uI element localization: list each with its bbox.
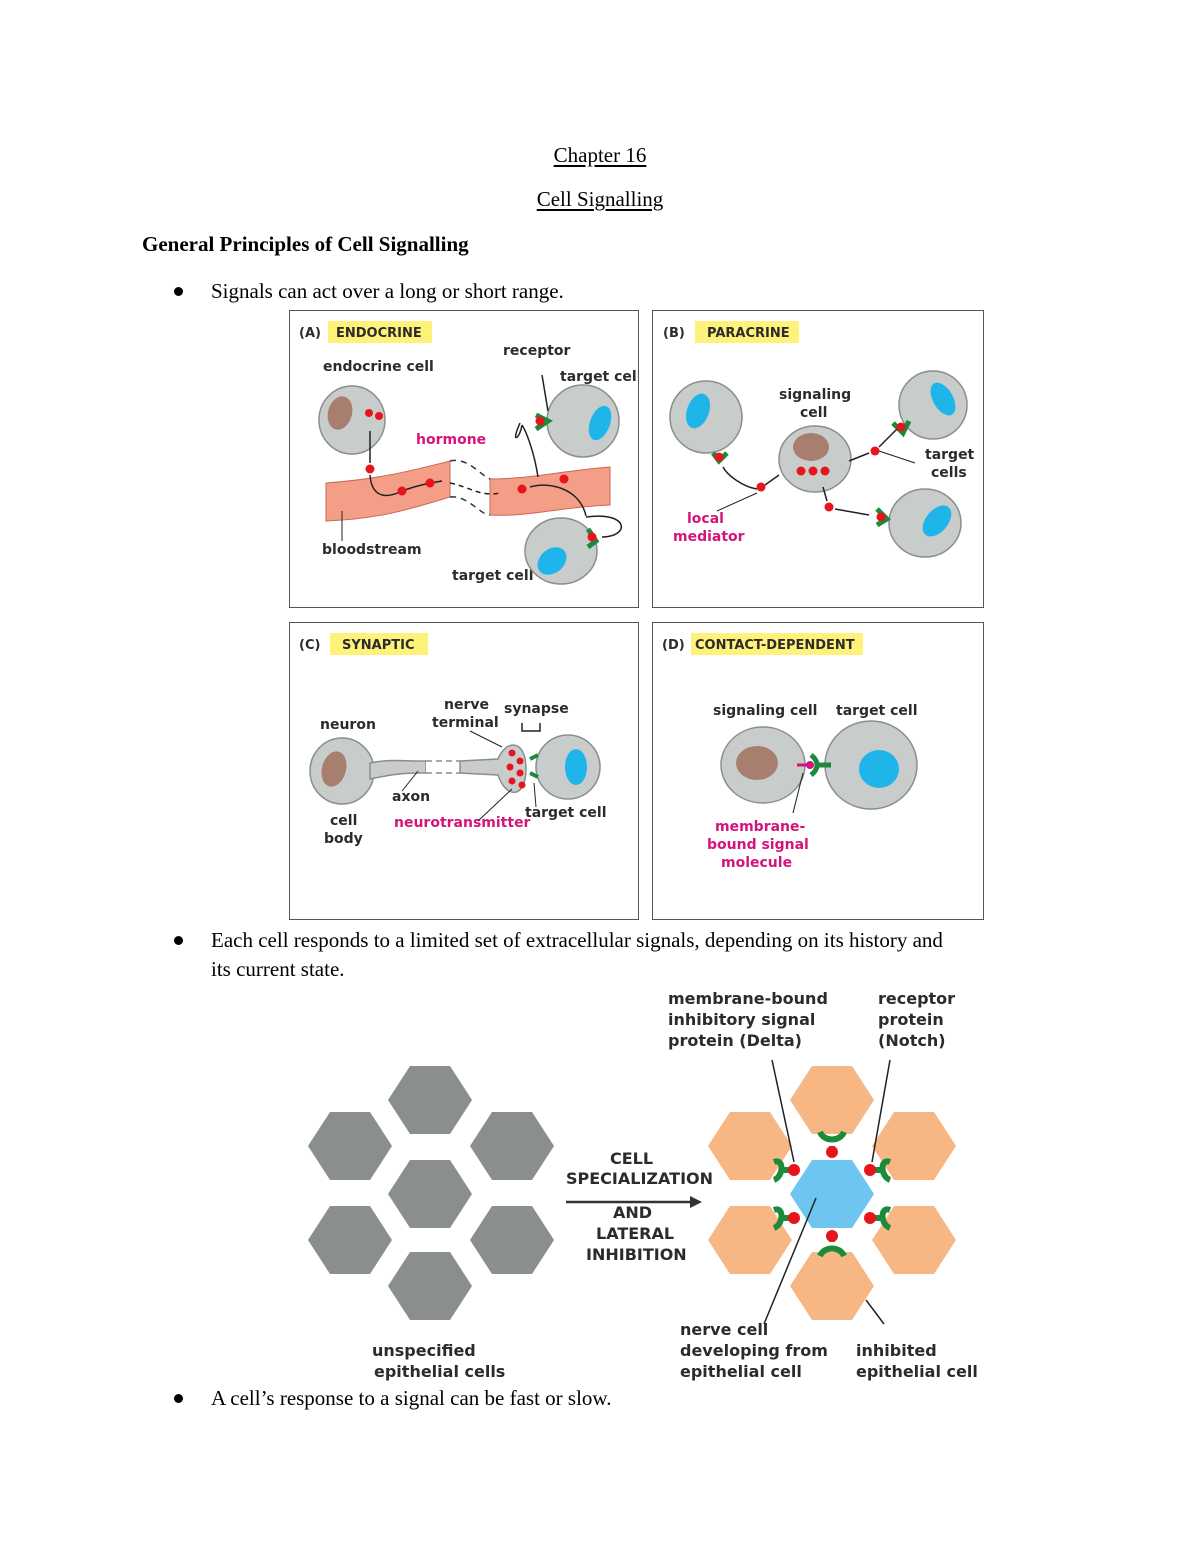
panel-paracrine: (B) PARACRINE signaling cell target cell… [652, 310, 984, 608]
notch-label-1: receptor [878, 989, 955, 1008]
synaptic-diagram: (C) SYNAPTIC neuron nerve terminal synap… [299, 633, 607, 847]
panel-title: SYNAPTIC [342, 638, 415, 653]
panel-letter: (D) [662, 638, 685, 653]
endocrine-cell-label: endocrine cell [323, 359, 434, 375]
delta-label-3: protein (Delta) [668, 1031, 802, 1050]
arrow-label-5: INHIBITION [586, 1245, 687, 1264]
signaling-cell-label: signaling cell [713, 703, 817, 719]
target-cells-label-1: target [925, 447, 975, 463]
delta-label-2: inhibitory signal [668, 1010, 815, 1029]
unspecified-label-2: epithelial cells [374, 1362, 505, 1381]
synapse-label: synapse [504, 701, 569, 717]
target-cell-bottom-label: target cell [452, 568, 534, 584]
chapter-title: Cell Signalling [536, 187, 664, 211]
delta-label-1: membrane-bound [668, 989, 828, 1008]
notch-label-3: (Notch) [878, 1031, 946, 1050]
panel-letter: (C) [299, 638, 320, 653]
synaptic-target-label: target cell [525, 805, 607, 821]
bullet-text: A cell’s response to a signal can be fas… [211, 1386, 612, 1410]
inhibited-label-1: inhibited [856, 1341, 937, 1360]
nerve-cell-label-1: nerve cell [680, 1320, 768, 1339]
target-cells-label-2: cells [931, 465, 967, 481]
panel-synaptic: (C) SYNAPTIC neuron nerve terminal synap… [289, 622, 639, 920]
local-mediator-label-2: mediator [673, 529, 745, 545]
membrane-bound-label-3: molecule [721, 855, 792, 871]
contact-dependent-diagram: (D) CONTACT-DEPENDENT signaling cell tar… [662, 633, 918, 871]
panel-contact-dependent: (D) CONTACT-DEPENDENT signaling cell tar… [652, 622, 984, 920]
axon-label: axon [392, 789, 430, 805]
membrane-bound-label-2: bound signal [707, 837, 809, 853]
nerve-cell-hexagon [790, 1160, 874, 1228]
receptor-label: receptor [503, 343, 571, 359]
signaling-cell-label-1: signaling [779, 387, 851, 403]
section-heading: General Principles of Cell Signalling [142, 232, 469, 256]
cell-body-label-2: body [324, 831, 363, 847]
arrow-label-4: LATERAL [596, 1224, 674, 1243]
bullet-icon [174, 936, 183, 945]
bullet-text: Signals can act over a long or short ran… [211, 279, 564, 303]
nerve-cell-label-2: developing from [680, 1341, 828, 1360]
panel-title: ENDOCRINE [336, 326, 422, 341]
arrow-label-3: AND [613, 1203, 652, 1222]
cell-body-label-1: cell [330, 813, 357, 829]
signaling-cell-label-2: cell [800, 405, 827, 421]
nerve-terminal-label-1: nerve [444, 697, 489, 713]
arrow-label-2: SPECIALIZATION [566, 1169, 713, 1188]
panel-title: PARACRINE [707, 326, 790, 341]
panel-letter: (A) [299, 326, 321, 341]
inhibited-label-2: epithelial cell [856, 1362, 978, 1381]
neuron-label: neuron [320, 717, 376, 733]
panel-title: CONTACT-DEPENDENT [695, 638, 855, 653]
unspecified-label-1: unspecified [372, 1341, 476, 1360]
paracrine-diagram: (B) PARACRINE signaling cell target cell… [663, 321, 975, 558]
nerve-cell-label-3: epithelial cell [680, 1362, 802, 1381]
neurotransmitter-label: neurotransmitter [394, 815, 531, 831]
lateral-inhibition-figure: CELL SPECIALIZATION AND LATERAL INHIBITI… [308, 989, 978, 1381]
bullet-icon [174, 1394, 183, 1403]
endocrine-diagram: (A) ENDOCRINE endocrine cell receptor ta… [299, 321, 638, 585]
bloodstream-label: bloodstream [322, 542, 422, 558]
nerve-terminal-label-2: terminal [432, 715, 499, 731]
notch-label-2: protein [878, 1010, 944, 1029]
panel-letter: (B) [663, 326, 685, 341]
membrane-bound-label-1: membrane- [715, 819, 806, 835]
delta-notch-pairs [772, 1130, 892, 1258]
unspecified-cells [308, 1066, 554, 1320]
hormone-label: hormone [416, 432, 486, 448]
chapter-number: Chapter 16 [553, 143, 647, 167]
bullet-text: Each cell responds to a limited set of e… [211, 928, 943, 952]
bullet-icon [174, 287, 183, 296]
arrow-label-1: CELL [610, 1149, 653, 1168]
local-mediator-label-1: local [687, 511, 724, 527]
panel-endocrine: (A) ENDOCRINE endocrine cell receptor ta… [289, 310, 639, 608]
target-cell-top-label: target cell [560, 369, 638, 385]
contact-target-label: target cell [836, 703, 918, 719]
inhibited-cells [708, 1066, 956, 1320]
bullet-text: its current state. [211, 957, 345, 981]
